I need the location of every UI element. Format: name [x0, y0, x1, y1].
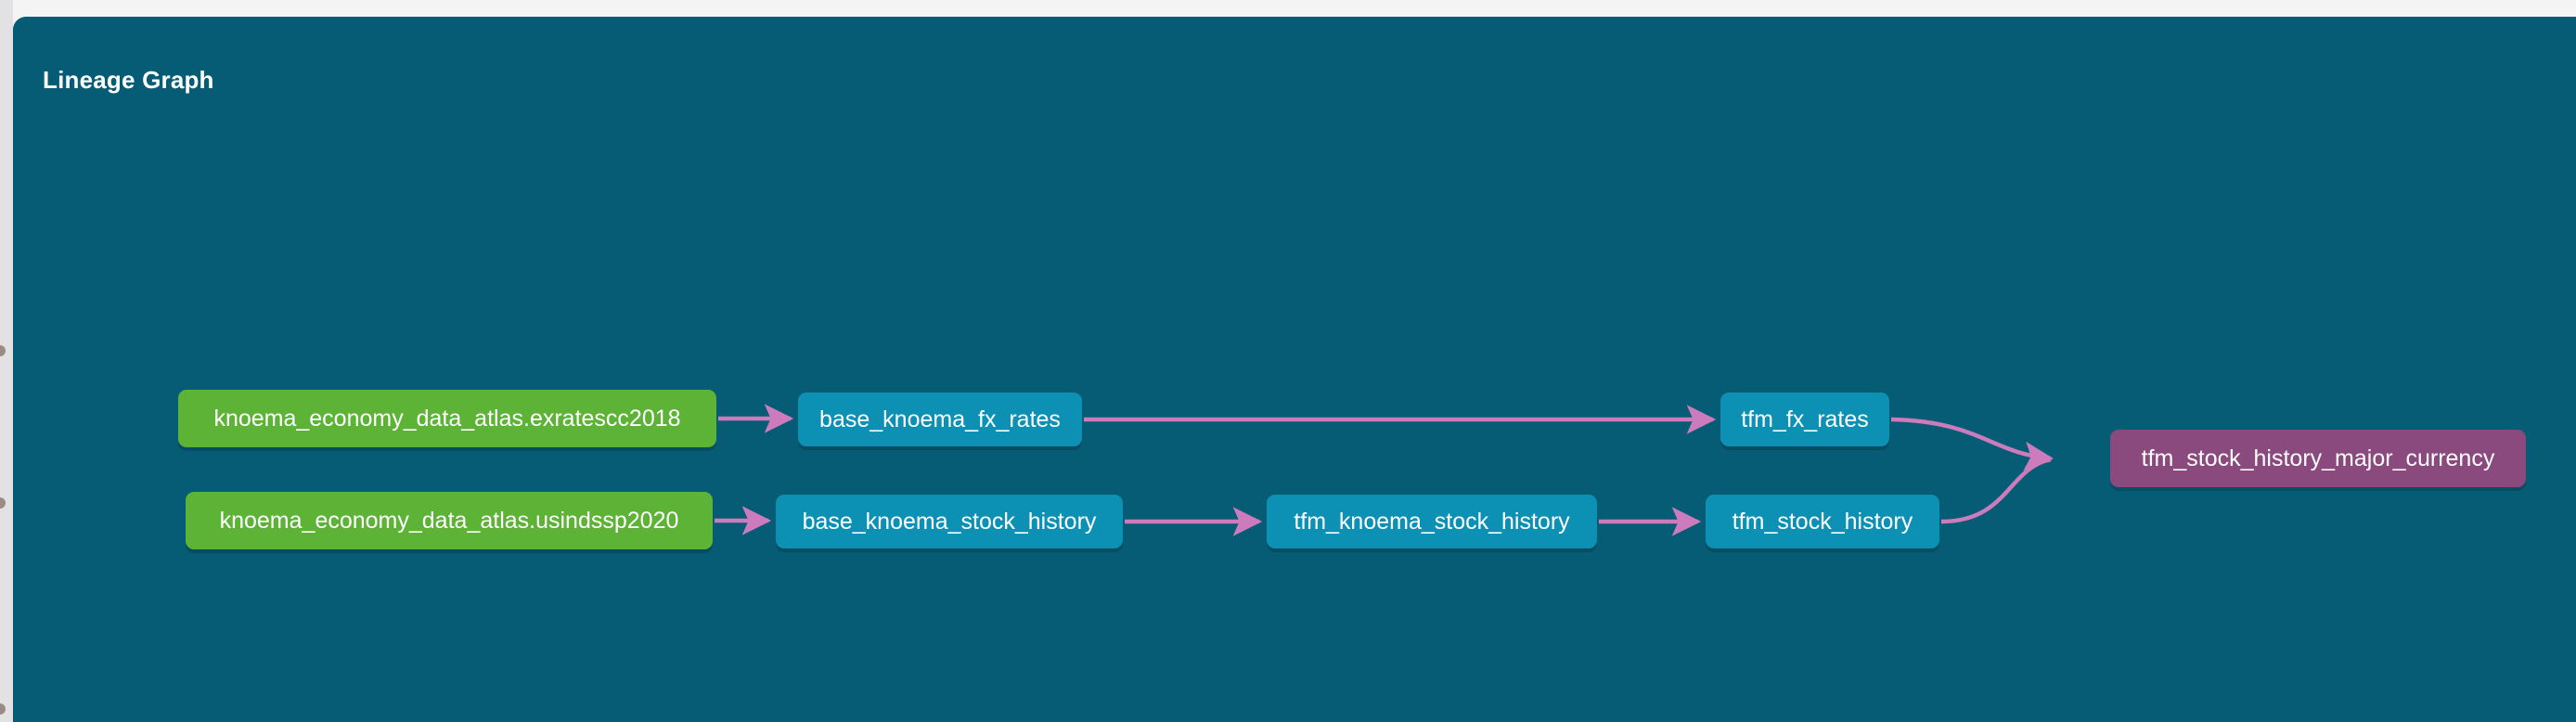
- graph-node-tfm-knoema-stock-history[interactable]: tfm_knoema_stock_history: [1267, 495, 1597, 548]
- rail-glyph-icon: [0, 345, 6, 356]
- graph-node-tfm-stock-history[interactable]: tfm_stock_history: [1706, 495, 1939, 548]
- graph-node-label: tfm_knoema_stock_history: [1294, 508, 1570, 535]
- edge-layer: [715, 404, 2054, 536]
- graph-node-tfm-fx-rates[interactable]: tfm_fx_rates: [1720, 393, 1889, 446]
- edge-tfm-fx-rates-to-tfm-stock-history-major-currency: [1890, 417, 2054, 471]
- graph-node-base-knoema-stock-history[interactable]: base_knoema_stock_history: [776, 495, 1123, 548]
- graph-node-label: knoema_economy_data_atlas.usindssp2020: [219, 507, 679, 534]
- page-title: Lineage Graph: [43, 66, 214, 94]
- rail-glyph-icon: [0, 703, 6, 715]
- graph-node-usindssp2020[interactable]: knoema_economy_data_atlas.usindssp2020: [186, 492, 713, 549]
- left-rail: [0, 0, 13, 722]
- graph-node-label: base_knoema_stock_history: [802, 508, 1097, 535]
- edge-tfm-stock-history-to-tfm-stock-history-major-currency: [1940, 457, 2052, 524]
- lineage-graph-panel: Lineage Graph: [13, 17, 2576, 722]
- graph-node-label: tfm_stock_history: [1732, 508, 1913, 535]
- graph-canvas[interactable]: knoema_economy_data_atlas.exratescc2018 …: [13, 17, 2576, 722]
- rail-glyph-icon: [0, 497, 6, 509]
- graph-node-label: tfm_stock_history_major_currency: [2141, 445, 2495, 471]
- graph-node-base-knoema-fx-rates[interactable]: base_knoema_fx_rates: [798, 393, 1082, 446]
- graph-node-label: knoema_economy_data_atlas.exratescc2018: [213, 405, 681, 432]
- graph-node-tfm-stock-history-major-currency[interactable]: tfm_stock_history_major_currency: [2110, 430, 2526, 487]
- graph-node-label: base_knoema_fx_rates: [819, 406, 1061, 432]
- graph-node-exratescc2018[interactable]: knoema_economy_data_atlas.exratescc2018: [178, 390, 716, 447]
- graph-node-label: tfm_fx_rates: [1741, 406, 1869, 432]
